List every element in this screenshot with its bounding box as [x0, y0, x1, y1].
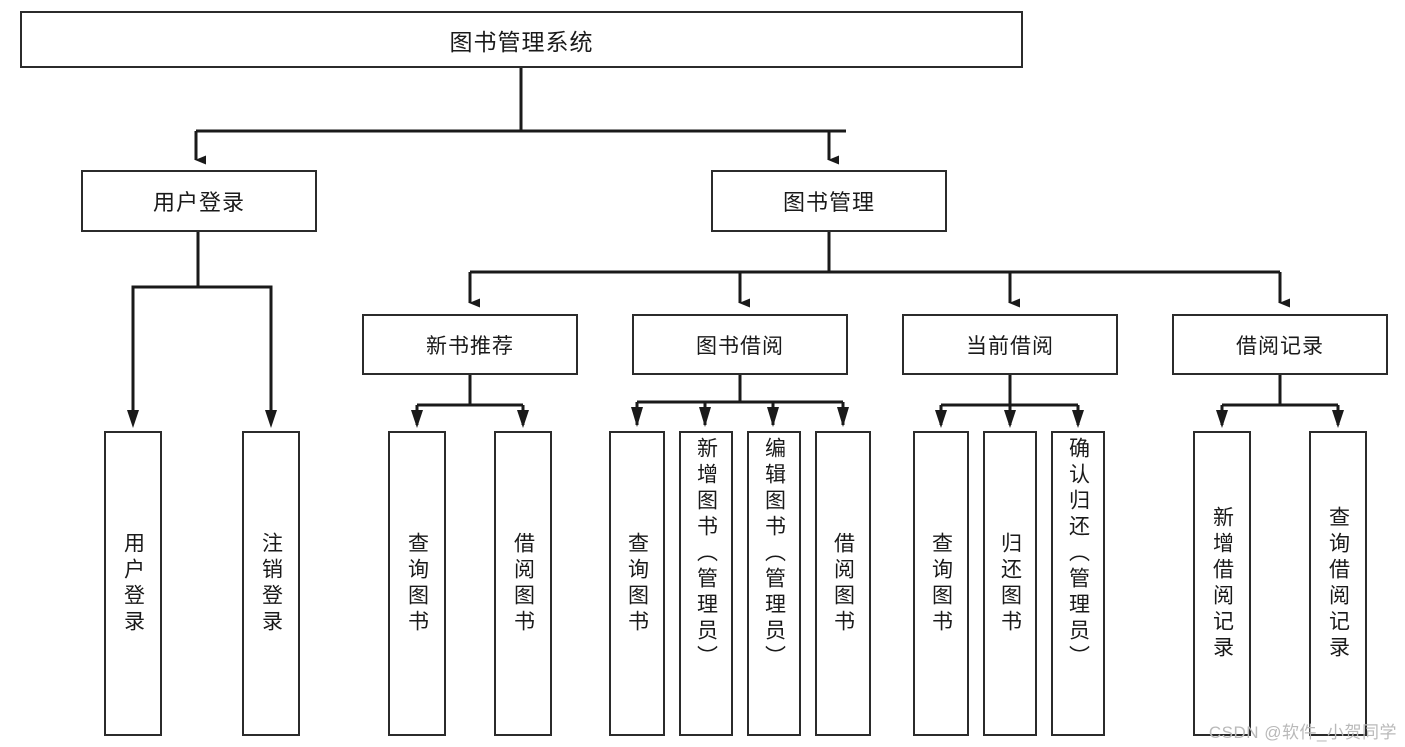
node-leaf-confirm-return-admin[interactable]: 确认归还（管理员） — [1051, 431, 1105, 736]
node-leaf-borrow-book-1[interactable]: 借阅图书 — [494, 431, 552, 736]
node-leaf-edit-book-admin-label: 编辑图书（管理员） — [762, 437, 786, 671]
node-new-book-recommend[interactable]: 新书推荐 — [362, 314, 578, 375]
node-leaf-return-book[interactable]: 归还图书 — [983, 431, 1037, 736]
connector-user-login-stem — [196, 232, 218, 289]
node-current-borrow[interactable]: 当前借阅 — [902, 314, 1118, 375]
node-leaf-query-book-2[interactable]: 查询图书 — [609, 431, 665, 736]
node-book-borrow-label: 图书借阅 — [696, 334, 784, 358]
node-leaf-logout-login[interactable]: 注销登录 — [242, 431, 300, 736]
node-leaf-borrow-book-2[interactable]: 借阅图书 — [815, 431, 871, 736]
node-leaf-user-login-label: 用户登录 — [121, 531, 145, 636]
node-book-borrow[interactable]: 图书借阅 — [632, 314, 848, 375]
node-book-management[interactable]: 图书管理 — [711, 170, 947, 232]
node-leaf-query-book-1[interactable]: 查询图书 — [388, 431, 446, 736]
leaf-arrowheads — [127, 407, 1344, 428]
node-root[interactable]: 图书管理系统 — [20, 11, 1023, 68]
node-user-login-label: 用户登录 — [152, 190, 245, 215]
node-leaf-return-book-label: 归还图书 — [998, 531, 1022, 636]
node-book-management-label: 图书管理 — [782, 190, 875, 215]
node-leaf-add-borrow-record[interactable]: 新增借阅记录 — [1193, 431, 1251, 736]
node-leaf-edit-book-admin[interactable]: 编辑图书（管理员） — [747, 431, 801, 736]
node-leaf-borrow-book-1-label: 借阅图书 — [511, 531, 535, 636]
node-leaf-add-borrow-record-label: 新增借阅记录 — [1210, 505, 1234, 662]
node-leaf-add-book-admin-label: 新增图书（管理员） — [694, 437, 718, 671]
connector-user-login-bus — [131, 285, 273, 417]
watermark-text: CSDN @软件_小贺同学 — [1208, 723, 1397, 742]
node-leaf-query-book-2-label: 查询图书 — [625, 531, 649, 636]
node-leaf-confirm-return-admin-label: 确认归还（管理员） — [1066, 437, 1090, 671]
node-leaf-logout-login-label: 注销登录 — [259, 531, 283, 636]
node-leaf-user-login[interactable]: 用户登录 — [104, 431, 162, 736]
node-leaf-query-book-1-label: 查询图书 — [405, 531, 429, 636]
node-leaf-query-borrow-record-label: 查询借阅记录 — [1326, 505, 1350, 662]
node-root-label: 图书管理系统 — [449, 28, 594, 55]
node-user-login[interactable]: 用户登录 — [81, 170, 317, 232]
node-leaf-borrow-book-2-label: 借阅图书 — [831, 531, 855, 636]
node-leaf-query-book-3[interactable]: 查询图书 — [913, 431, 969, 736]
node-leaf-add-book-admin[interactable]: 新增图书（管理员） — [679, 431, 733, 736]
node-current-borrow-label: 当前借阅 — [966, 334, 1054, 358]
node-leaf-query-book-3-label: 查询图书 — [929, 531, 953, 636]
node-new-book-recommend-label: 新书推荐 — [426, 334, 514, 358]
node-borrow-record[interactable]: 借阅记录 — [1172, 314, 1388, 375]
node-leaf-query-borrow-record[interactable]: 查询借阅记录 — [1309, 431, 1367, 736]
node-borrow-record-label: 借阅记录 — [1236, 334, 1324, 358]
